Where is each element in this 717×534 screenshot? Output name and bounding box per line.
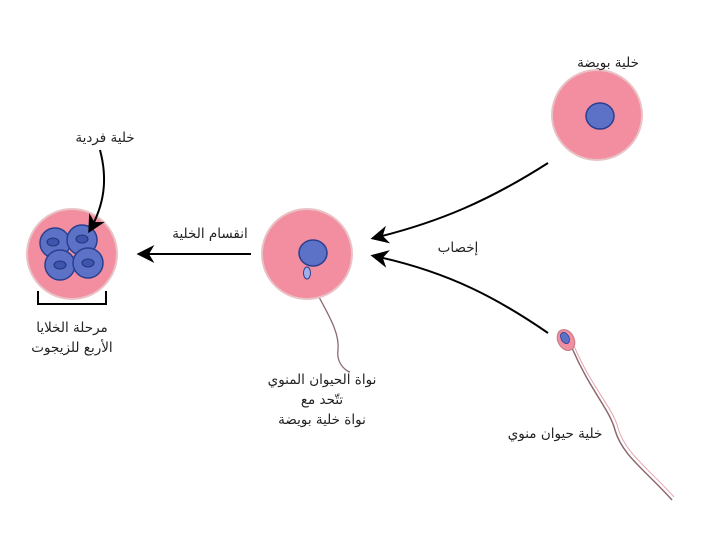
label-line: نواة الحيوان المنوي [267,372,377,388]
arrow-single-cell [88,149,106,234]
label-single-cell: خلية فردية [75,130,135,146]
label-cell-division: انقسام الخلية [172,226,248,242]
sperm-tail [571,347,673,501]
label-fertilization: إخصاب [437,240,479,256]
egg-cell [551,69,643,161]
arrow-egg-to-zygote [370,162,549,244]
label-line: تتّحد مع [300,392,344,408]
label-sperm-cell: خلية حيوان منوي [507,426,603,442]
blastomere [72,247,104,279]
zygote [261,208,353,373]
egg-nucleus [585,102,615,130]
four-cell-stage [26,208,118,300]
label-nuclei-fuse: نواة الحيوان المنوي تتّحد مع نواة خلية ب… [247,370,397,430]
label-line: نواة خلية بويضة [278,412,366,428]
label-four-cell-stage: مرحلة الخلايا الأربع للزيجوت [10,318,134,358]
zygote-sperm-nucleus [303,266,311,280]
label-egg-cell: خلية بويضة [577,55,639,71]
sperm-cell [556,328,675,501]
zygote-sperm-tail [309,279,351,373]
blastomere [44,249,76,281]
arrow-sperm-to-zygote [370,250,549,334]
label-line: الأربع للزيجوت [31,340,113,356]
four-cell-bracket [37,291,107,305]
zygote-egg-nucleus [298,239,328,267]
label-line: مرحلة الخلايا [36,320,108,336]
